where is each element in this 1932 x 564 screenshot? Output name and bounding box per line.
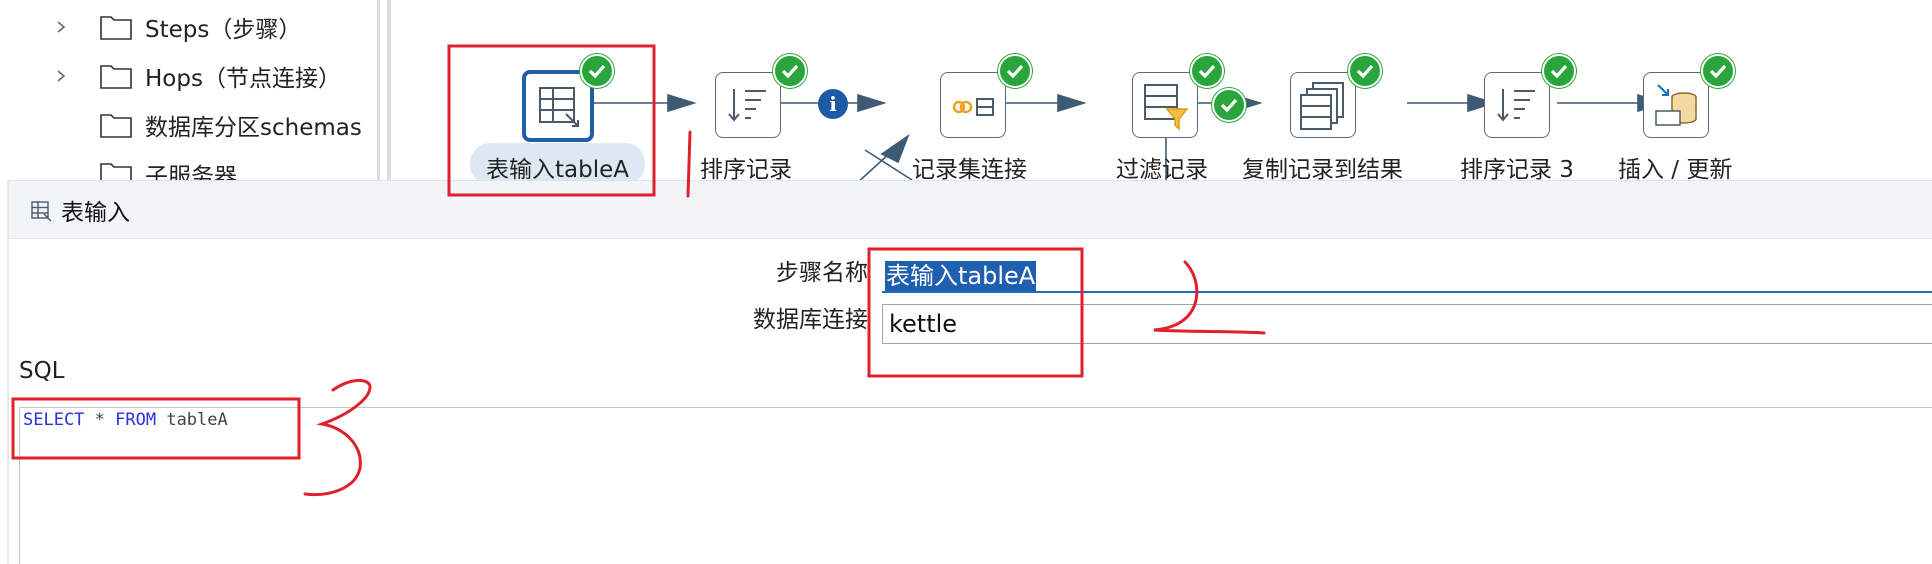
sql-keyword: FROM: [115, 410, 157, 430]
step-label: 排序记录 3: [1460, 157, 1574, 183]
step-label: 复制记录到结果: [1242, 157, 1403, 183]
db-connection-select[interactable]: kettle: [882, 304, 1932, 344]
sql-text[interactable]: SELECT * FROM tableA: [23, 410, 228, 430]
step-name-label: 步骤名称: [776, 260, 868, 286]
sql-label: SQL: [19, 358, 65, 384]
folder-icon: [100, 114, 132, 138]
status-ok-icon: [773, 54, 807, 88]
info-icon[interactable]: i: [818, 89, 848, 119]
dialog-title: 表输入: [61, 200, 130, 226]
chevron-right-icon[interactable]: [55, 70, 67, 82]
filter-rows-icon[interactable]: [1132, 72, 1198, 138]
table-input-icon: [31, 201, 52, 222]
step-name-selected-text[interactable]: 表输入tableA: [885, 261, 1037, 291]
dialog-titlebar[interactable]: 表输入: [9, 181, 1932, 239]
panel-divider[interactable]: [377, 0, 380, 185]
status-ok-icon: [1542, 54, 1576, 88]
copy-rows-icon[interactable]: [1290, 72, 1356, 138]
repository-tree: Steps（步骤） Hops（节点连接） 数据库分区schemas 子服务器: [0, 0, 391, 190]
step-label: 插入 / 更新: [1618, 157, 1733, 183]
status-ok-icon: [1212, 88, 1246, 122]
step-label: 排序记录: [700, 157, 792, 183]
step-label: 记录集连接: [912, 157, 1027, 183]
tree-item-label: Steps（步骤）: [145, 17, 302, 43]
status-ok-icon: [1190, 54, 1224, 88]
folder-icon: [100, 65, 132, 89]
sort-rows-icon[interactable]: [1484, 72, 1550, 138]
step-label: 过滤记录: [1116, 157, 1208, 183]
step-label: 表输入tableA: [486, 157, 629, 183]
transformation-canvas[interactable]: i 表输入tableA 排序记录 记录集连接 过滤记录: [392, 0, 1932, 185]
merge-join-icon[interactable]: [940, 72, 1006, 138]
status-ok-icon: [1701, 54, 1735, 88]
status-ok-icon: [998, 54, 1032, 88]
tree-item-label: Hops（节点连接）: [145, 66, 341, 92]
status-ok-icon: [1348, 54, 1382, 88]
sql-token: tableA: [156, 410, 228, 430]
step-name-input[interactable]: [882, 257, 1932, 293]
tree-item-label: 数据库分区schemas: [145, 115, 362, 141]
insert-update-icon[interactable]: [1643, 72, 1709, 138]
sort-rows-icon[interactable]: [715, 72, 781, 138]
sql-keyword: SELECT: [23, 410, 85, 430]
panel-scrollbar[interactable]: [387, 0, 391, 185]
sql-token: *: [84, 410, 116, 430]
status-ok-icon: [580, 54, 614, 88]
db-connection-label: 数据库连接: [753, 307, 868, 333]
sql-editor[interactable]: SELECT * FROM tableA: [19, 407, 1932, 564]
folder-icon: [100, 16, 132, 40]
chevron-right-icon[interactable]: [55, 21, 67, 33]
